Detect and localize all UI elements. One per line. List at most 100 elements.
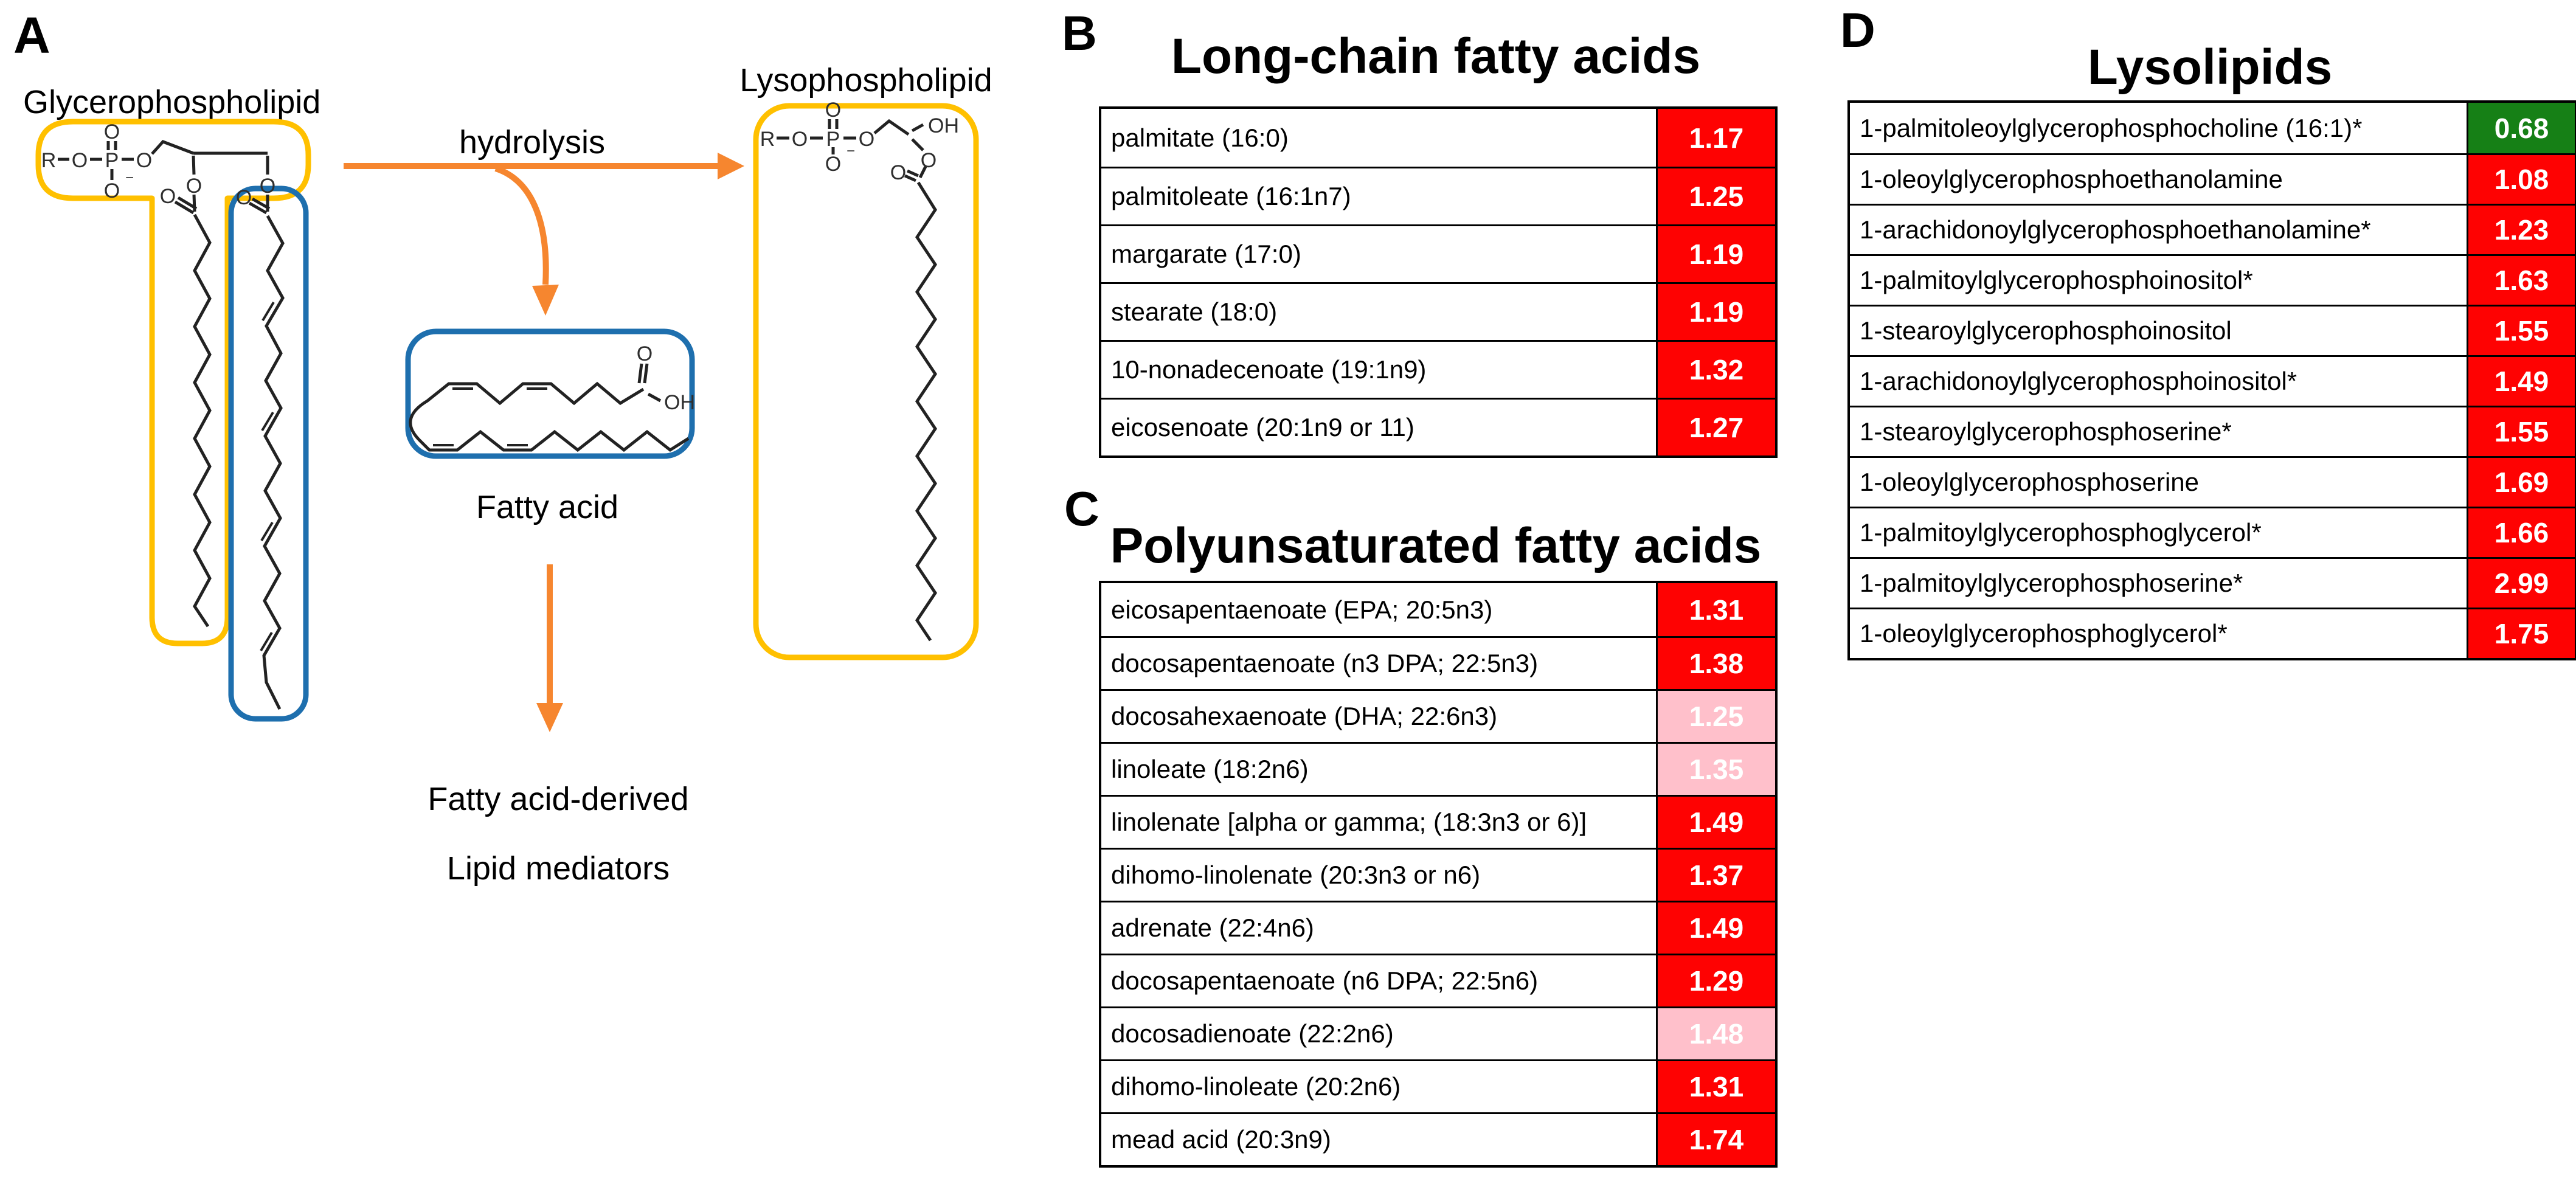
fold-change-value: 1.19 [1656,284,1775,340]
metabolite-name: 1-arachidonoylglycerophosphoethanolamine… [1860,215,2371,244]
atom-p: P [826,128,840,151]
atom-p: P [105,149,119,172]
metabolite-name: 1-stearoylglycerophosphoserine* [1860,417,2232,446]
metabolite-name: dihomo-linolenate (20:3n3 or n6) [1111,861,1481,889]
table-row: dihomo-linoleate (20:2n6) 1.31 [1101,1059,1775,1112]
atom-o: O [104,120,120,144]
table-row: eicosenoate (20:1n9 or 11) 1.27 [1101,398,1775,455]
atom-o: O [72,149,88,172]
atom-o: O [825,99,841,122]
table-row: docosahexaenoate (DHA; 22:6n3)1.25 [1101,689,1775,742]
fold-change-value: 1.55 [2467,307,2575,355]
glycerophospholipid-atoms: R O P O O O − O O O O [41,120,276,209]
table-row: palmitoleate (16:1n7) 1.25 [1101,167,1775,224]
lyso-acyl-chain [915,181,938,642]
metabolite-name: eicosenoate (20:1n9 or 11) [1111,413,1414,442]
fold-change-value: 1.49 [1656,797,1775,848]
fold-change-value: 1.66 [2467,508,2575,557]
glycerophospholipid-outline [35,119,311,646]
fold-change-value: 0.68 [2467,103,2575,153]
metabolite-name: 1-palmitoylglycerophosphoinositol* [1860,266,2253,294]
panel-b-letter: B [1062,6,1097,60]
table-row: adrenate (22:4n6) 1.49 [1101,901,1775,954]
sn2-chain-outline [228,185,309,722]
atom-o: O [637,342,653,365]
atom-o: O [260,175,275,198]
sn2-acyl-chain [262,215,285,710]
atom-o: O [890,161,906,184]
panel-a-diagram: Glycerophospholipid Lysophospholipid hyd… [23,62,992,887]
atom-o: O [136,149,152,172]
fold-change-value: 1.29 [1656,955,1775,1006]
fold-change-value: 1.31 [1656,1061,1775,1112]
hydrolysis-branch-arrow [494,165,559,316]
glycerophospholipid-structure [58,140,285,710]
metabolite-name: stearate (18:0) [1111,297,1278,326]
glycerophospholipid-label: Glycerophospholipid [23,84,320,120]
fold-change-value: 1.37 [1656,850,1775,901]
lysolipids-table: 1-palmitoleoylglycerophosphocholine (16:… [1847,100,2576,660]
metabolite-name: linolenate [alpha or gamma; (18:3n3 or 6… [1111,808,1587,836]
panel-c-title: Polyunsaturated fatty acids [1110,518,1762,573]
metabolite-name: 1-palmitoylglycerophosphoserine* [1860,569,2243,597]
metabolite-name: 10-nonadecenoate (19:1n9) [1111,355,1427,384]
metabolite-name: linoleate (18:2n6) [1111,755,1309,783]
fold-change-value: 1.55 [2467,407,2575,456]
metabolite-name: docosadienoate (22:2n6) [1111,1019,1394,1048]
fold-change-value: 1.31 [1656,583,1775,636]
fold-change-value: 1.27 [1656,400,1775,455]
metabolite-name: docosapentaenoate (n6 DPA; 22:5n6) [1111,966,1539,995]
fold-change-value: 1.17 [1656,109,1775,167]
lipid-mediators-label-line1: Fatty acid-derived [428,781,688,817]
metabolite-name: 1-oleoylglycerophosphoserine [1860,468,2200,496]
fold-change-value: 1.25 [1656,168,1775,224]
table-row: 1-arachidonoylglycerophosphoinositol*1.4… [1850,355,2575,406]
metabolite-name: palmitoleate (16:1n7) [1111,182,1351,210]
sn1-acyl-chain [193,213,212,628]
table-row: 1-oleoylglycerophosphoserine 1.69 [1850,456,2575,507]
atom-o: O [160,185,176,208]
metabolite-name: eicosapentaenoate (EPA; 20:5n3) [1111,595,1493,624]
atom-o: O [104,179,120,203]
table-row: palmitate (16:0)1.17 [1101,109,1775,167]
panel-b-title: Long-chain fatty acids [1171,29,1701,84]
atom-o: O [236,186,252,209]
metabolite-name: docosahexaenoate (DHA; 22:6n3) [1111,702,1498,730]
table-row: docosapentaenoate (n3 DPA; 22:5n3)1.38 [1101,636,1775,689]
fatty-acid-box [405,328,695,459]
atom-oh: OH [664,391,695,414]
table-row: 1-stearoylglycerophosphoserine* 1.55 [1850,406,2575,456]
fatty-acid-structure [409,363,690,452]
fold-change-value: 1.08 [2467,155,2575,204]
fold-change-value: 1.49 [1656,902,1775,954]
panel-d-letter: D [1840,3,1875,57]
table-row: 1-palmitoleoylglycerophosphocholine (16:… [1850,103,2575,153]
atom-o: O [792,128,808,151]
atom-o: O [825,153,841,176]
fold-change-value: 1.19 [1656,226,1775,282]
table-row: stearate (18:0) 1.19 [1101,282,1775,340]
fold-change-value: 1.69 [2467,458,2575,507]
atom-o: O [921,149,937,172]
panel-d-title: Lysolipids [2087,40,2333,95]
lysophospholipid-atoms: R O P O O O − OH O O [760,99,959,184]
table-row: 1-arachidonoylglycerophosphoethanolamine… [1850,204,2575,254]
metabolite-name: docosapentaenoate (n3 DPA; 22:5n3) [1111,649,1539,677]
metabolite-name: margarate (17:0) [1111,240,1301,268]
metabolite-name: adrenate (22:4n6) [1111,913,1314,942]
table-row: dihomo-linolenate (20:3n3 or n6) 1.37 [1101,848,1775,901]
lysophospholipid-box [753,103,979,660]
fold-change-value: 1.75 [2467,609,2575,658]
panel-c-letter: C [1064,482,1099,536]
table-row: 10-nonadecenoate (19:1n9)1.32 [1101,340,1775,398]
table-row: 1-palmitoylglycerophosphoserine*2.99 [1850,557,2575,608]
table-row: 1-palmitoylglycerophosphoinositol*1.63 [1850,254,2575,305]
metabolite-name: dihomo-linoleate (20:2n6) [1111,1072,1401,1101]
atom-oh: OH [928,114,959,137]
hydrolysis-arrow [344,153,744,179]
atom-r: R [41,149,57,172]
